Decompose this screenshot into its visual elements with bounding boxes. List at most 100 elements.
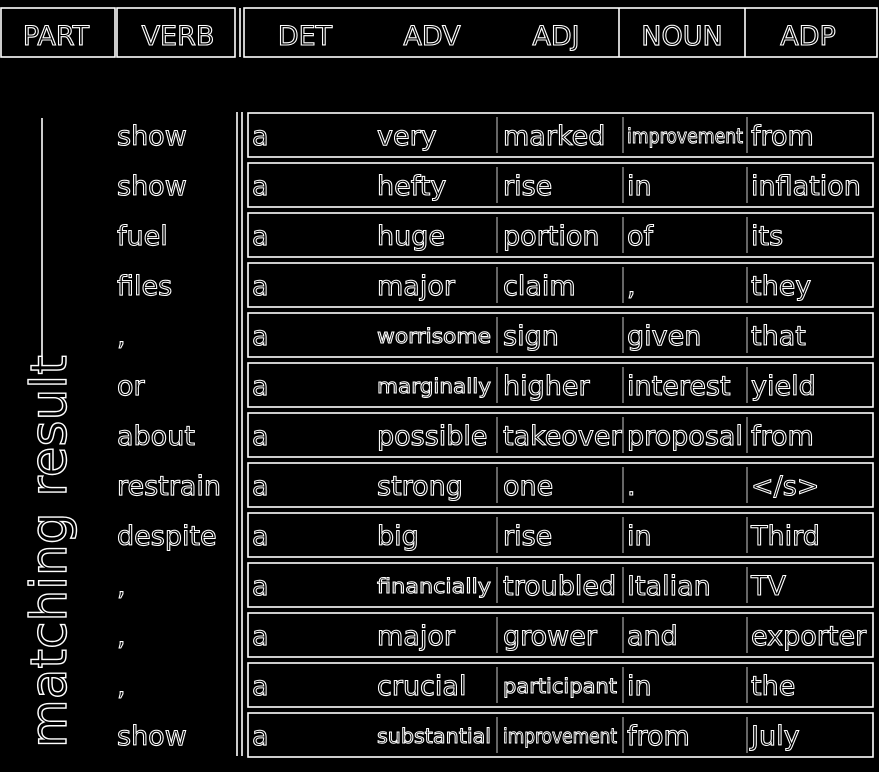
cell-word: major bbox=[377, 621, 456, 652]
table-row: , a major grower and exporter bbox=[116, 612, 874, 658]
cell-word: hefty bbox=[377, 171, 446, 202]
header-box-main bbox=[243, 7, 878, 58]
left-word: , bbox=[117, 671, 126, 702]
cell-word: </s> bbox=[751, 471, 819, 502]
cell-word: , bbox=[627, 271, 636, 302]
row-box bbox=[247, 212, 874, 258]
cell-word: marked bbox=[503, 121, 605, 152]
pos-tag-adj: ADJ bbox=[532, 21, 579, 52]
cell-word: given bbox=[627, 321, 701, 352]
cell-word: a bbox=[252, 721, 269, 752]
row-box bbox=[247, 362, 874, 408]
cell-word: financially bbox=[377, 574, 491, 598]
row-box bbox=[247, 262, 874, 308]
cell-word: strong bbox=[377, 471, 463, 502]
pos-header: PART VERB DET ADV ADJ NOUN ADP bbox=[0, 7, 878, 58]
table-row: files a major claim, they bbox=[116, 262, 874, 308]
cell-word: a bbox=[252, 221, 269, 252]
cell-word: higher bbox=[503, 371, 590, 402]
cell-word: big bbox=[377, 521, 419, 552]
cell-word: a bbox=[252, 571, 269, 602]
cell-word: huge bbox=[377, 221, 445, 252]
cell-word: . bbox=[627, 471, 636, 502]
left-word: , bbox=[117, 321, 126, 352]
cell-word: claim bbox=[503, 271, 576, 302]
cell-word: a bbox=[252, 121, 269, 152]
cell-word: in bbox=[627, 521, 652, 552]
cell-word: a bbox=[252, 471, 269, 502]
cell-word: in bbox=[627, 171, 652, 202]
row-box bbox=[247, 412, 874, 458]
cell-word: the bbox=[751, 671, 795, 702]
cell-word: crucial bbox=[377, 671, 466, 702]
cell-word: grower bbox=[503, 621, 598, 652]
side-label-group: matching result bbox=[19, 118, 79, 749]
row-box bbox=[247, 712, 874, 758]
row-box bbox=[247, 462, 874, 508]
cell-word: major bbox=[377, 271, 456, 302]
cell-word: from bbox=[751, 121, 814, 152]
left-word: , bbox=[117, 571, 126, 602]
left-word: or bbox=[117, 371, 146, 402]
cell-word: a bbox=[252, 421, 269, 452]
cell-word: a bbox=[252, 671, 269, 702]
row-box bbox=[247, 312, 874, 358]
cell-word: they bbox=[751, 271, 811, 302]
cell-word: portion bbox=[503, 221, 599, 252]
cell-word: participant bbox=[503, 674, 617, 698]
cell-word: one bbox=[503, 471, 553, 502]
row-box bbox=[247, 562, 874, 608]
cell-word: a bbox=[252, 171, 269, 202]
pos-tag-det: DET bbox=[278, 21, 333, 52]
cell-word: proposal bbox=[627, 421, 743, 452]
left-word: show bbox=[117, 171, 187, 202]
pos-tag-noun: NOUN bbox=[641, 21, 722, 52]
header-box-verb bbox=[116, 7, 236, 58]
left-word: files bbox=[117, 271, 172, 302]
cell-word: that bbox=[751, 321, 806, 352]
cell-word: TV bbox=[750, 571, 786, 602]
cell-word: Third bbox=[750, 521, 820, 552]
cell-word: from bbox=[751, 421, 814, 452]
left-word: fuel bbox=[117, 221, 168, 252]
cell-word: very bbox=[377, 121, 437, 152]
cell-word: possible bbox=[377, 421, 488, 452]
cell-word: a bbox=[252, 621, 269, 652]
pos-tag-adp: ADP bbox=[780, 21, 836, 52]
left-word: show bbox=[117, 721, 187, 752]
cell-word: takeover bbox=[503, 421, 623, 452]
side-label: matching result bbox=[20, 355, 78, 748]
cell-word: a bbox=[252, 371, 269, 402]
cell-word: a bbox=[252, 271, 269, 302]
cell-word: rise bbox=[503, 521, 552, 552]
cell-word: marginally bbox=[377, 374, 491, 398]
header-box-part bbox=[0, 7, 116, 58]
cell-word: a bbox=[252, 321, 269, 352]
pos-tag-adv: ADV bbox=[403, 21, 461, 52]
table-row: , a financially troubled Italian TV bbox=[116, 562, 874, 608]
left-word: about bbox=[117, 421, 195, 452]
cell-word: exporter bbox=[751, 621, 867, 652]
row-box bbox=[247, 162, 874, 208]
cell-word: and bbox=[627, 621, 678, 652]
left-word: restrain bbox=[117, 471, 221, 502]
cell-word: troubled bbox=[503, 571, 616, 602]
cell-word: improvement bbox=[503, 724, 617, 748]
left-word: , bbox=[117, 621, 126, 652]
left-word: despite bbox=[117, 521, 217, 552]
row-box bbox=[247, 612, 874, 658]
row-box bbox=[247, 662, 874, 708]
cell-word: sign bbox=[503, 321, 559, 352]
cell-word: Italian bbox=[627, 571, 711, 602]
table-row: restrain a strong one. </s> bbox=[116, 462, 874, 508]
cell-word: yield bbox=[751, 371, 816, 402]
